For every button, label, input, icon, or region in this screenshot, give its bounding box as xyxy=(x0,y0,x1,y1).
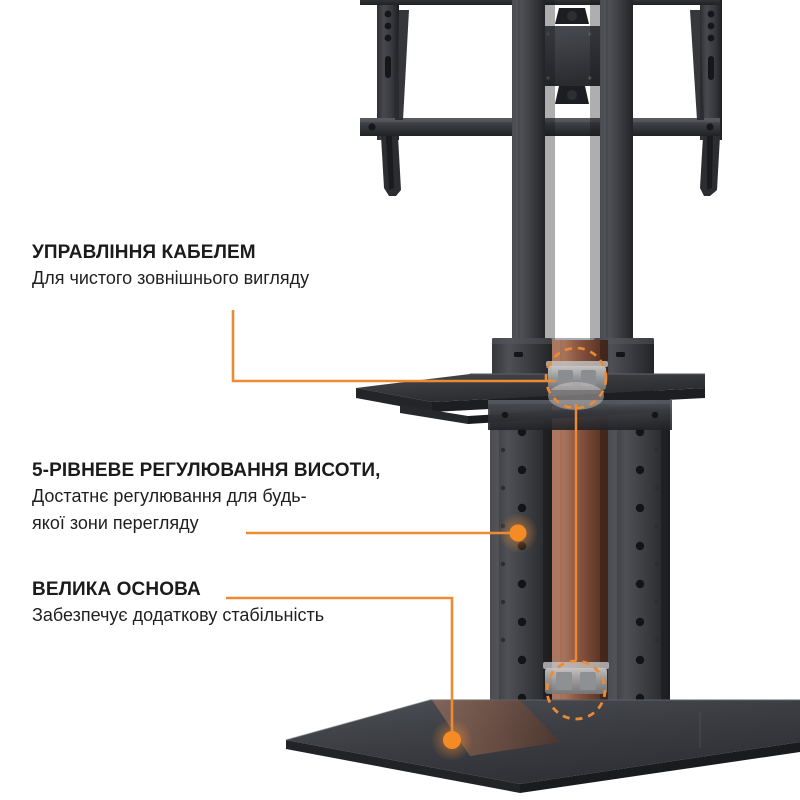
callout-subtitle-line: якої зони перегляду xyxy=(32,513,199,533)
callout-subtitle-cable-management: Для чистого зовнішнього вигляду xyxy=(32,265,309,292)
leader-line-cable-management xyxy=(231,310,556,383)
base-plate xyxy=(285,699,800,793)
callout-cable-management: УПРАВЛІННЯ КАБЕЛЕМ Для чистого зовнішньо… xyxy=(32,241,309,292)
callout-subtitle-line: Достатнє регулювання для будь- xyxy=(32,486,307,506)
callout-leader-lines xyxy=(226,310,578,735)
callout-large-base: ВЕЛИКА ОСНОВА Забезпечує додаткову стабі… xyxy=(32,578,324,629)
callout-subtitle-height-adjustment: Достатнє регулювання для будь- якої зони… xyxy=(32,483,381,537)
lower-column-posts xyxy=(490,396,670,716)
callout-subtitle-large-base: Забезпечує додаткову стабільність xyxy=(32,602,324,629)
callout-subtitle-line: Для чистого зовнішнього вигляду xyxy=(32,268,310,288)
marker-large-base xyxy=(431,719,473,761)
highlight-circle-bottom-clamp xyxy=(545,659,607,721)
column-cross-plate xyxy=(488,400,672,430)
top-cable-clamp xyxy=(546,361,608,410)
marker-height-adjustment xyxy=(498,513,538,553)
highlight-circle-top-clamp xyxy=(544,346,608,410)
upper-column-posts xyxy=(512,0,633,348)
callout-height-adjustment: 5-РІВНЕВЕ РЕГУЛЮВАННЯ ВИСОТИ, Достатнє р… xyxy=(32,459,381,537)
callout-subtitle-line: Забезпечує додаткову стабільність xyxy=(32,605,325,625)
leader-line-large-base xyxy=(226,596,454,735)
callout-title-cable-management: УПРАВЛІННЯ КАБЕЛЕМ xyxy=(32,242,256,263)
callout-title-height-adjustment: 5-РІВНЕВЕ РЕГУЛЮВАННЯ ВИСОТИ, xyxy=(32,460,381,481)
callout-title-large-base: ВЕЛИКА ОСНОВА xyxy=(32,579,201,600)
